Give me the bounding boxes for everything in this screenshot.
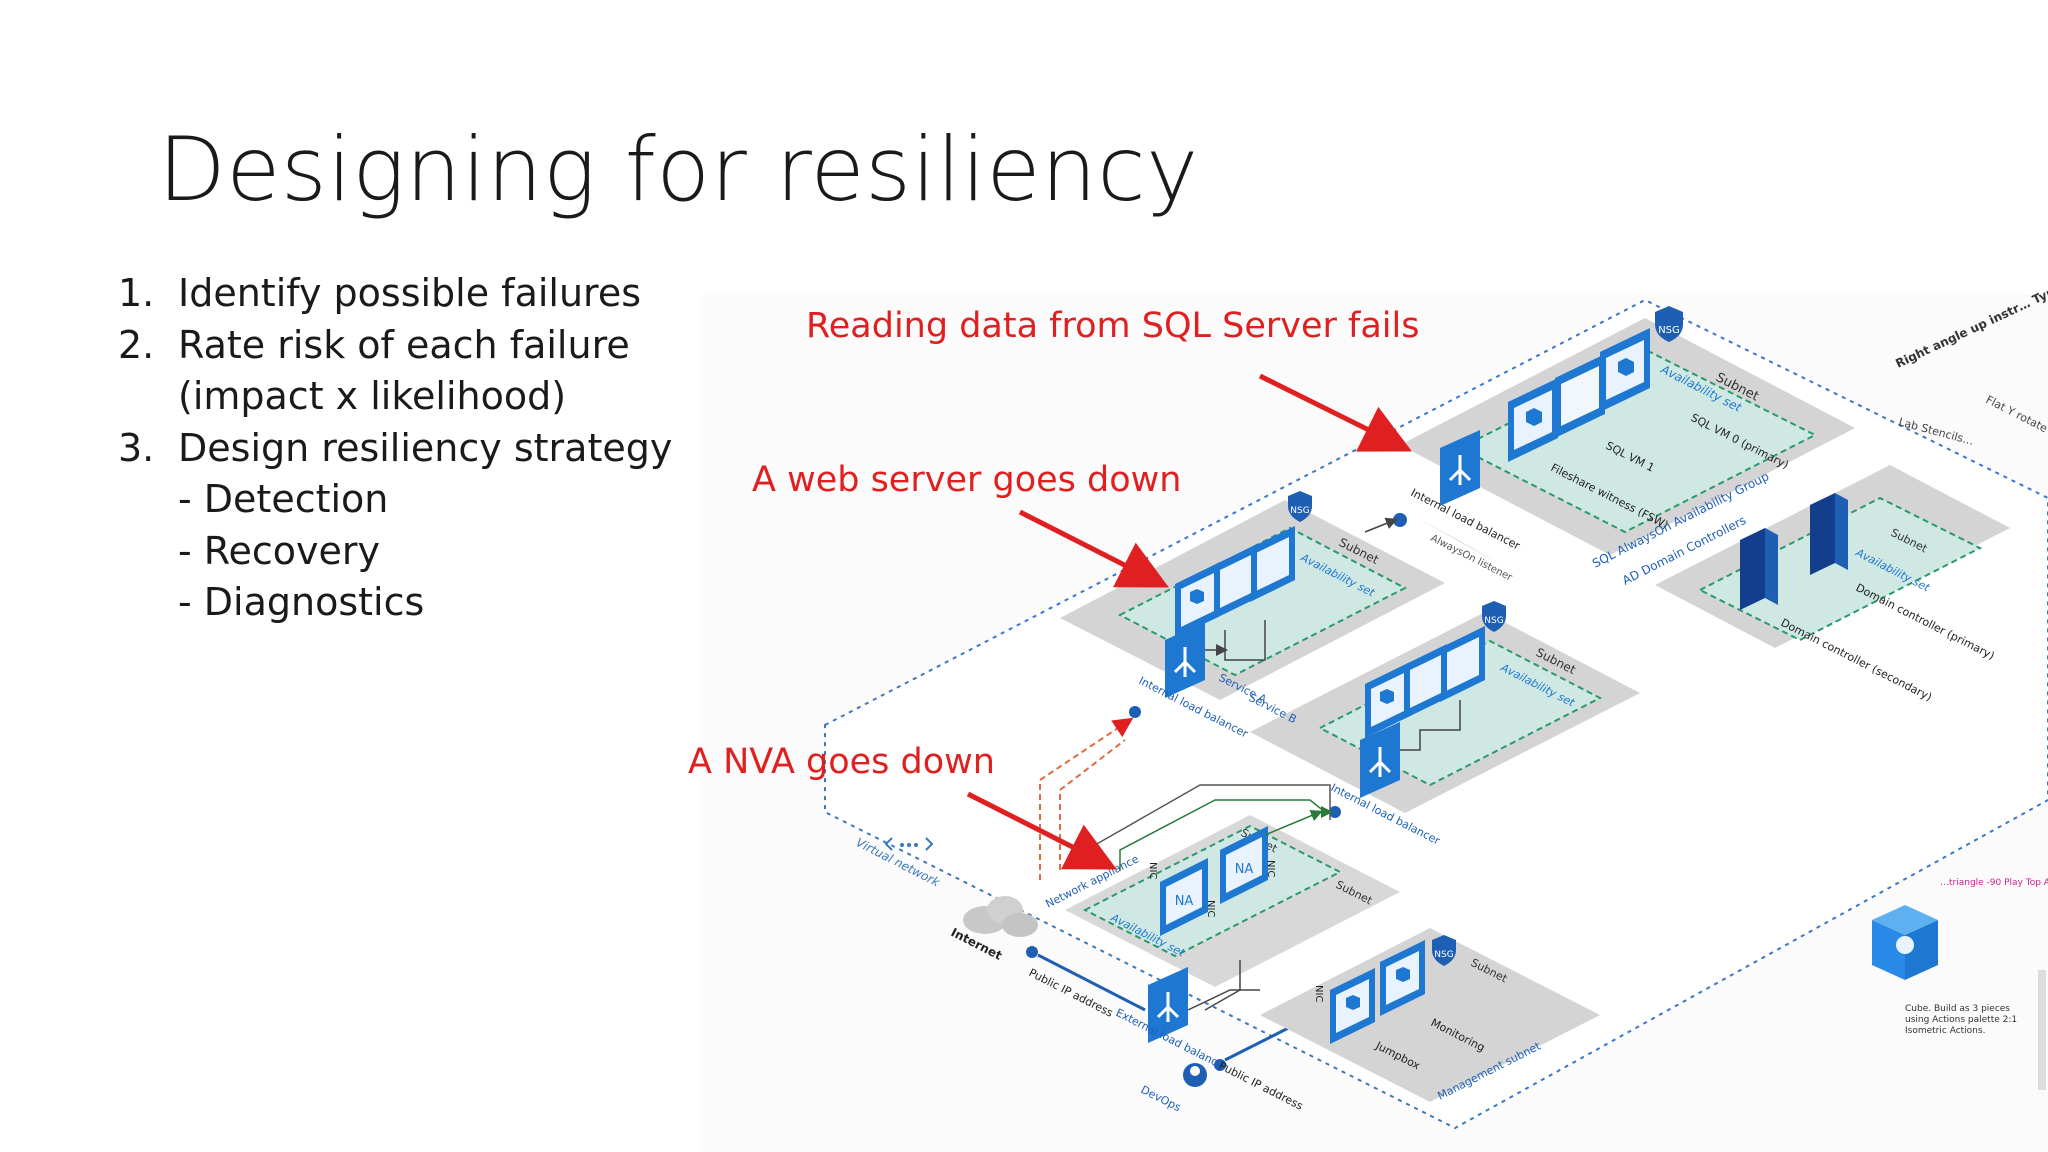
nsg-badge: NSG bbox=[1482, 601, 1506, 632]
item-text: (impact x likelihood) bbox=[178, 374, 567, 418]
na-label: NA bbox=[1175, 894, 1194, 909]
nsg-label: NSG bbox=[1658, 325, 1680, 336]
ip-dot bbox=[1214, 1059, 1226, 1071]
list-item: 3. Design resiliency strategy bbox=[118, 423, 672, 475]
callout-nva-failure: A NVA goes down bbox=[688, 742, 995, 782]
nsg-label: NSG bbox=[1484, 616, 1503, 626]
server-icon bbox=[1810, 493, 1848, 575]
virtual-network-icon bbox=[884, 837, 934, 851]
devops-user-icon bbox=[1183, 1063, 1207, 1087]
monitor-icon bbox=[1365, 662, 1410, 738]
nsg-badge: NSG bbox=[1288, 491, 1312, 522]
connector bbox=[1037, 953, 1146, 1012]
item-text: Rate risk of each failure bbox=[178, 322, 630, 367]
item-number: 2. bbox=[118, 322, 155, 367]
cloud-icon bbox=[963, 896, 1038, 937]
slide-title: Designing for resiliency bbox=[158, 118, 1199, 221]
connector bbox=[1364, 517, 1398, 533]
ip-dot bbox=[1129, 706, 1141, 718]
monitor-icon bbox=[1330, 968, 1375, 1044]
na-label: NA bbox=[1235, 862, 1254, 877]
load-balancer-icon bbox=[1148, 967, 1188, 1043]
listener-box bbox=[1418, 518, 1502, 565]
callout-web-server-failure: A web server goes down bbox=[752, 460, 1182, 500]
item-number: 3. bbox=[118, 425, 155, 470]
sub-item: - Diagnostics bbox=[118, 577, 672, 629]
scroll-edge bbox=[2038, 970, 2046, 1090]
nva-appliance-icon: NA bbox=[1220, 826, 1268, 904]
server-icon bbox=[1740, 528, 1778, 610]
sub-item: - Detection bbox=[118, 474, 672, 526]
ip-dot bbox=[1329, 806, 1341, 818]
nsg-badge: NSG bbox=[1655, 306, 1683, 342]
item-text: Design resiliency strategy bbox=[178, 425, 673, 470]
nsg-badge: NSG bbox=[1432, 935, 1456, 966]
list-item-continuation: (impact x likelihood) bbox=[118, 371, 672, 423]
item-text: - Detection bbox=[178, 477, 389, 521]
list-item: 1. Identify possible failures bbox=[118, 268, 672, 320]
availability-set-nva bbox=[1082, 824, 1343, 958]
callout-arrow-web bbox=[1018, 509, 1169, 588]
nsg-label: NSG bbox=[1434, 950, 1453, 960]
monitor-icon bbox=[1440, 626, 1485, 702]
item-text: - Recovery bbox=[178, 528, 380, 573]
load-balancer-icon bbox=[1360, 722, 1400, 798]
monitor-icon bbox=[1555, 354, 1605, 438]
nic-label: NIC bbox=[1205, 900, 1216, 917]
cube-stencil-icon bbox=[1872, 905, 1938, 980]
nva-appliance-icon: NA bbox=[1160, 858, 1208, 936]
connector bbox=[1400, 700, 1461, 751]
load-balancer-icon bbox=[1165, 622, 1205, 698]
monitor-icon bbox=[1402, 644, 1447, 720]
list-item: 2. Rate risk of each failure bbox=[118, 320, 672, 372]
item-number: 1. bbox=[118, 271, 155, 315]
load-balancer-icon bbox=[1440, 430, 1480, 506]
nic-label: NIC bbox=[1313, 985, 1324, 1002]
failover-path bbox=[1059, 739, 1126, 870]
sub-item: - Recovery bbox=[118, 526, 672, 578]
monitor-icon bbox=[1380, 940, 1425, 1016]
route-line bbox=[1119, 799, 1333, 870]
ip-dot bbox=[1026, 946, 1038, 958]
monitor-icon bbox=[1175, 562, 1220, 638]
callout-arrow-nva bbox=[966, 791, 1117, 870]
cube-note: Cube. Build as 3 pieces using Actions pa… bbox=[1905, 1004, 2018, 1036]
ip-dot bbox=[1393, 513, 1407, 527]
item-text: Identify possible failures bbox=[178, 271, 642, 315]
cube-note-text: Cube. Build as 3 pieces using Actions pa… bbox=[1905, 1004, 2018, 1036]
monitor-icon bbox=[1508, 378, 1558, 462]
monitor-icon bbox=[1212, 544, 1257, 620]
connector bbox=[1187, 989, 1260, 1011]
nic-label: NIC bbox=[1265, 860, 1276, 877]
stencil-note: …triangle -90 Play Top Action bbox=[1940, 878, 2048, 888]
failover-path bbox=[1039, 717, 1134, 880]
callout-arrow-sql bbox=[1258, 373, 1412, 452]
nic-label: NIC bbox=[1147, 862, 1158, 879]
steps-list: 1. Identify possible failures 2. Rate risk… bbox=[118, 268, 672, 629]
monitor-icon bbox=[1600, 328, 1650, 412]
monitor-icon bbox=[1250, 526, 1295, 602]
nsg-label: NSG bbox=[1290, 506, 1309, 516]
callout-sql-failure: Reading data from SQL Server fails bbox=[806, 306, 1420, 346]
route-line bbox=[1264, 809, 1323, 836]
item-text: - Diagnostics bbox=[178, 580, 425, 624]
subnet-management bbox=[1260, 928, 1600, 1102]
